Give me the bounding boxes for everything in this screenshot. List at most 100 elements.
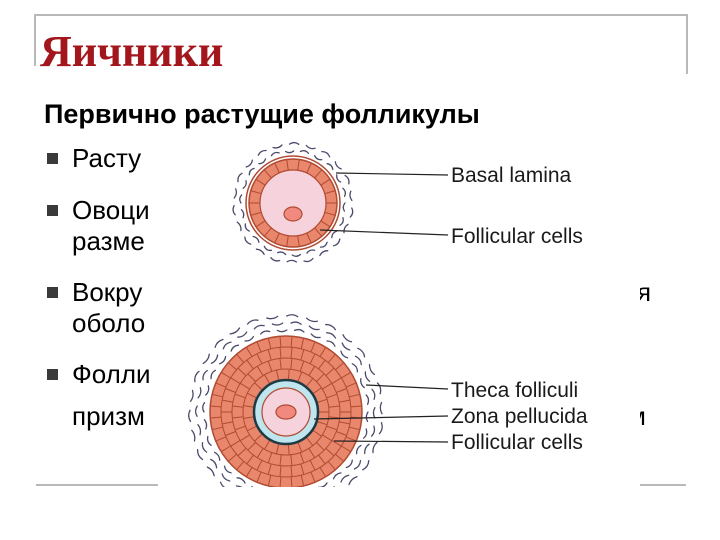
theca-strand <box>194 370 200 383</box>
label-theca-folliculi: Theca folliculi <box>451 379 578 402</box>
theca-strand <box>263 245 273 252</box>
bullet-marker <box>47 153 58 164</box>
cell-wall <box>341 371 352 379</box>
cell-wall <box>322 382 332 390</box>
cell-wall <box>222 421 233 425</box>
cell-wall <box>215 436 227 442</box>
theca-strand <box>354 355 362 366</box>
theca-strand <box>345 459 353 469</box>
theca-strand <box>222 341 232 350</box>
theca-strand <box>244 223 250 232</box>
cell-ring-boundary <box>242 368 330 456</box>
cell-wall <box>267 337 272 349</box>
theca-strand <box>332 472 342 480</box>
theca-strand <box>365 411 369 423</box>
cell-wall <box>254 433 263 442</box>
theca-strand <box>206 435 212 447</box>
slide-frame-right <box>686 14 688 74</box>
cell-wall <box>306 162 312 174</box>
leader-follicular-cells-top <box>319 229 449 236</box>
theca-strand <box>201 442 208 453</box>
theca-strand <box>266 315 279 320</box>
bullet-marker <box>47 287 58 298</box>
oocyte <box>259 169 327 237</box>
cell-wall <box>287 369 290 381</box>
cell-wall <box>267 349 272 361</box>
cell-wall <box>264 439 271 450</box>
theca-strand <box>246 319 259 325</box>
theca-strand <box>270 151 280 157</box>
theca-strand <box>245 159 254 168</box>
theca-strand <box>293 328 305 333</box>
slide-frame-top <box>34 14 688 16</box>
cell-wall <box>236 353 245 363</box>
theca-strand <box>288 141 300 145</box>
cell-wall <box>319 467 327 478</box>
cell-wall <box>314 227 323 237</box>
cell-wall <box>314 169 323 179</box>
cell-wall <box>297 371 303 383</box>
theca-strand <box>236 221 242 232</box>
cell-wall <box>325 448 335 457</box>
cell-wall <box>243 405 255 408</box>
label-follicular-cells-top: Follicular cells <box>451 225 583 248</box>
cell-wall <box>297 235 300 247</box>
cell-wall <box>316 398 328 404</box>
cell-wall <box>316 442 325 451</box>
cell-wall <box>279 476 282 487</box>
cell-wall <box>256 353 263 364</box>
cell-wall <box>310 341 316 353</box>
theca-strand <box>376 382 382 395</box>
theca-strand <box>202 353 210 365</box>
theca-strand <box>240 209 245 219</box>
theca-strand <box>194 405 198 417</box>
theca-strand <box>348 476 358 486</box>
theca-strand <box>360 377 365 389</box>
cell-wall <box>267 452 273 464</box>
cell-wall <box>319 346 327 357</box>
cell-wall <box>318 359 326 370</box>
cell-wall <box>240 382 250 390</box>
cell-wall <box>300 475 305 487</box>
cell-wall <box>324 190 336 195</box>
cell-wall <box>335 453 345 462</box>
theca-strand <box>253 324 265 330</box>
theca-strand <box>342 334 353 343</box>
theca-strand <box>255 248 265 256</box>
theca-strand <box>260 330 271 335</box>
theca-strand <box>319 250 329 257</box>
theca-strand <box>230 344 240 352</box>
theca-strand <box>318 482 328 487</box>
cell-wall <box>286 235 289 247</box>
theca-strand <box>353 460 362 470</box>
cell-wall <box>287 443 290 455</box>
cell-wall <box>234 425 246 431</box>
cell-wall <box>328 416 340 419</box>
cell-wall <box>234 393 246 399</box>
cell-wall <box>267 360 273 372</box>
bullet-text: Овоци <box>72 195 150 225</box>
cell-wall <box>210 416 222 419</box>
theca-strand <box>351 363 359 373</box>
cell-wall <box>326 393 338 399</box>
cell-wall <box>247 392 258 399</box>
cell-wall <box>331 377 342 385</box>
cell-wall <box>324 211 336 216</box>
slide-frame-left <box>34 14 36 66</box>
theca-strand <box>257 149 267 156</box>
cell-wall <box>275 369 280 381</box>
theca-strand <box>349 207 354 218</box>
label-follicular-cells-bottom: Follicular cells <box>451 431 583 454</box>
cell-wall <box>232 405 244 408</box>
cell-wall <box>308 448 316 458</box>
cell-wall <box>306 232 312 244</box>
theca-strand <box>365 394 370 405</box>
theca-strand <box>357 347 366 358</box>
theca-strand <box>203 419 208 430</box>
theca-strand <box>239 194 243 204</box>
cell-wall <box>279 358 282 370</box>
cell-wall <box>246 454 254 465</box>
theca-strand <box>248 167 255 176</box>
theca-strand <box>284 150 295 154</box>
theca-strand <box>270 257 281 262</box>
